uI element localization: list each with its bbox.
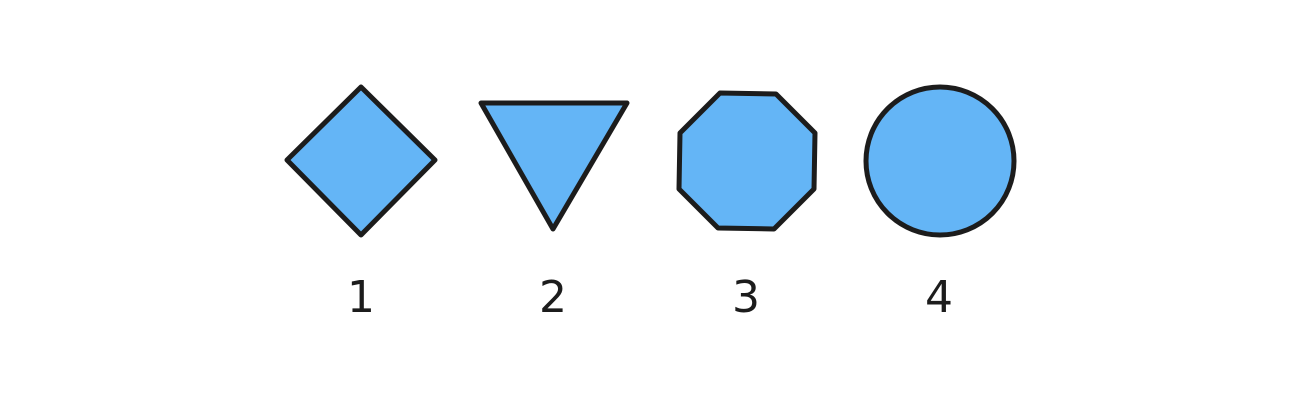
- label-2: 2: [539, 272, 567, 323]
- item-4: 4: [863, 84, 1017, 323]
- label-3: 3: [732, 272, 760, 323]
- item-3: 3: [676, 90, 818, 323]
- label-1: 1: [347, 272, 375, 323]
- item-2: 2: [478, 100, 630, 323]
- item-1: 1: [284, 84, 438, 323]
- triangle-icon: [478, 100, 630, 232]
- label-4: 4: [925, 272, 953, 323]
- circle-icon: [863, 84, 1017, 238]
- diamond-icon: [284, 84, 438, 238]
- octagon-icon: [676, 90, 818, 232]
